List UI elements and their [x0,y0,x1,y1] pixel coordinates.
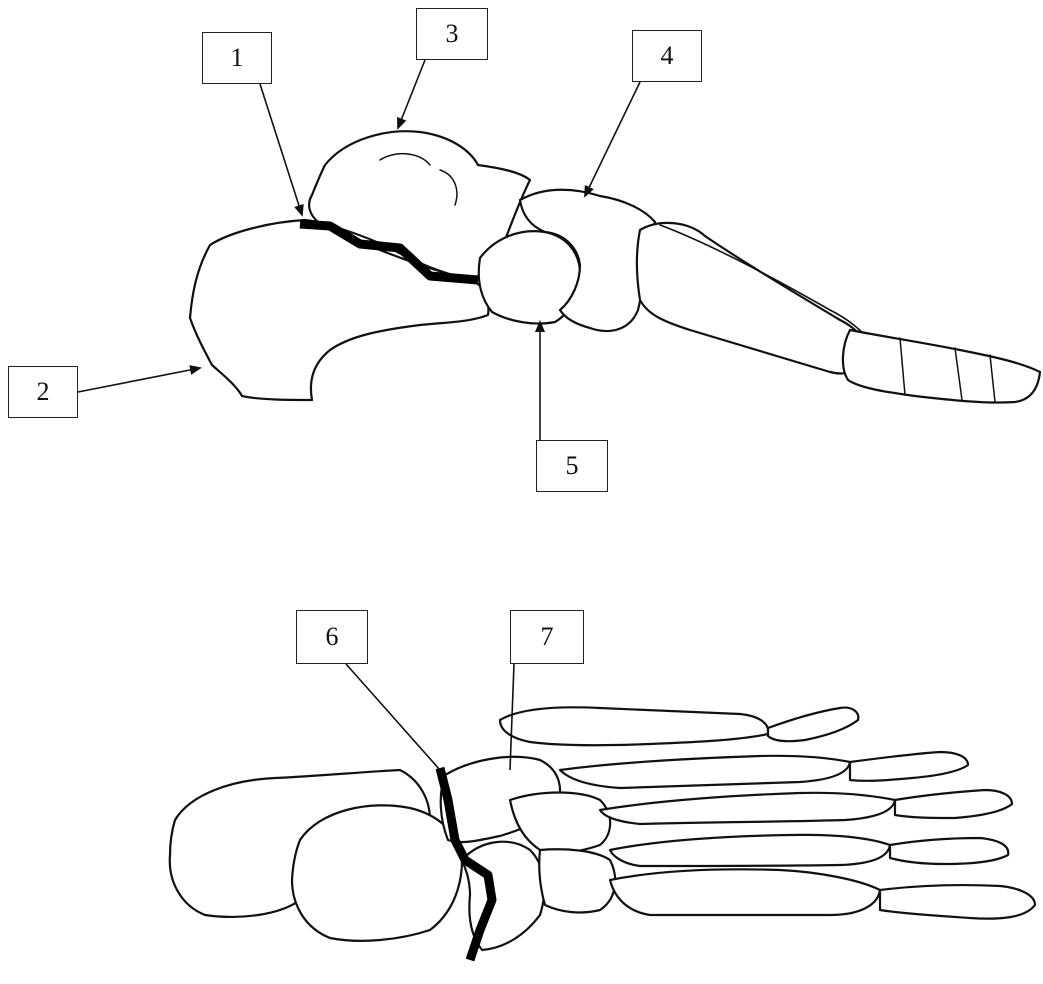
phalanges-5 [768,708,858,742]
label-text-6: 6 [326,622,339,652]
metatarsal-2 [610,835,890,866]
label-box-3: 3 [416,8,488,60]
phalanx-bones [843,330,1040,403]
metatarsal-1 [610,869,880,915]
phalanges-2 [890,838,1008,864]
label-text-2: 2 [37,377,50,407]
cuneiform-bones-dorsal [510,793,610,853]
label-text-3: 3 [446,19,459,49]
leader-line-1 [260,84,302,215]
label-text-5: 5 [566,451,579,481]
leader-line-3 [398,60,425,128]
label-box-5: 5 [536,440,608,492]
metatarsal-bones [637,223,868,374]
dorsal-view-foot [170,707,1035,950]
leader-line-2 [78,368,200,392]
metatarsal-4 [560,756,850,788]
label-box-2: 2 [8,366,78,418]
label-text-4: 4 [661,41,674,71]
leader-line-4 [585,82,640,196]
talus-bone-dorsal [292,805,462,940]
metatarsal-5 [500,707,768,745]
metatarsal-3 [600,793,895,824]
label-box-1: 1 [202,32,272,84]
phalanges-4 [850,752,968,781]
leader-line-6 [346,664,440,770]
lateral-view-foot [190,131,1040,402]
label-text-1: 1 [231,43,244,73]
phalanges-3 [895,790,1012,818]
label-text-7: 7 [541,622,554,652]
label-box-6: 6 [296,610,368,664]
label-box-7: 7 [510,610,584,664]
label-box-4: 4 [632,30,702,82]
phalanges-1 [880,885,1035,919]
cuneiform-bone-intermediate [539,849,615,912]
